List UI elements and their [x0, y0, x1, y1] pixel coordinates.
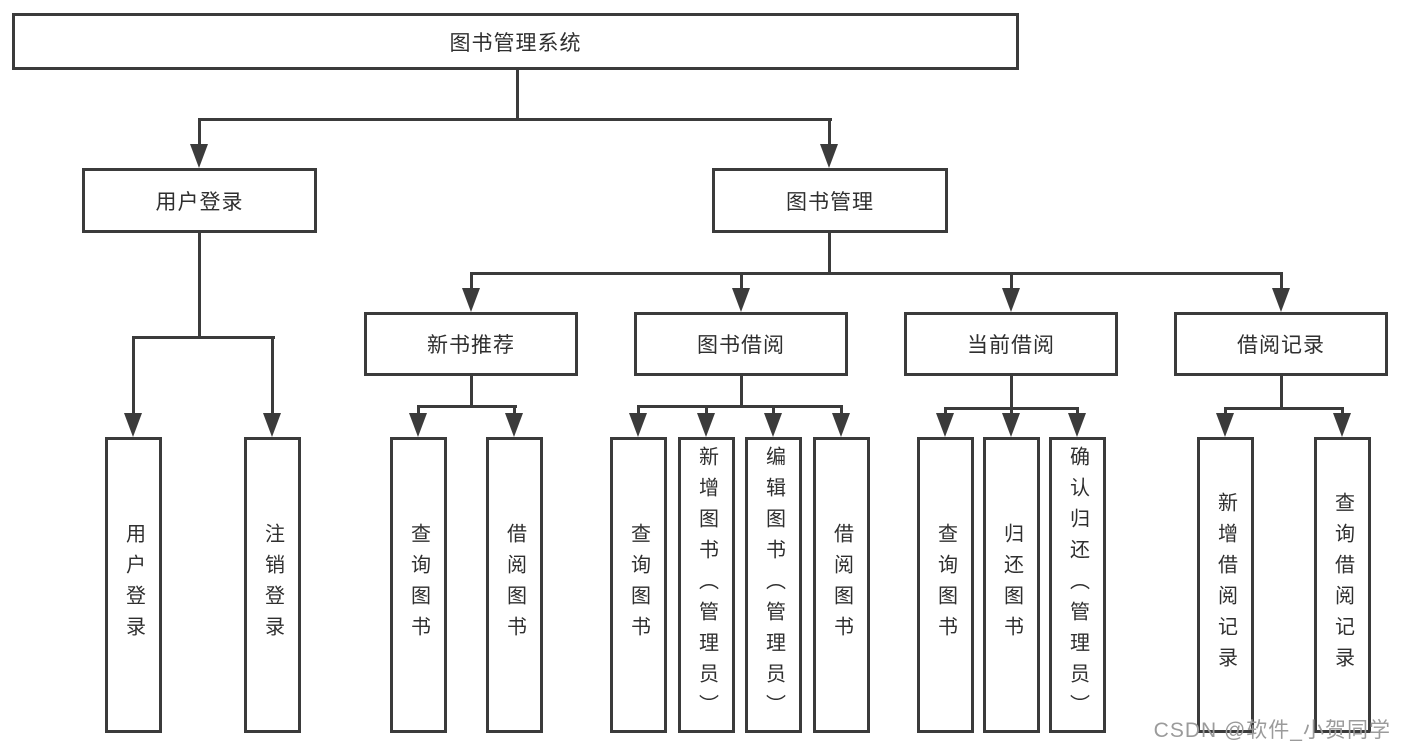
connector-line — [1010, 407, 1013, 417]
node-label: 图书管理系统 — [449, 31, 582, 55]
node-leaf-query-borrow-record: 查询借阅记录 — [1314, 437, 1371, 733]
arrowhead-down-icon — [409, 413, 427, 437]
connector-line — [1341, 407, 1344, 417]
node-leaf-return-books: 归还图书 — [983, 437, 1040, 733]
node-label: 归还图书 — [1000, 523, 1023, 647]
node-leaf-logout: 注销登录 — [244, 437, 301, 733]
node-label: 新增图书（管理员） — [695, 445, 718, 725]
node-current-borrowing: 当前借阅 — [904, 312, 1118, 376]
arrowhead-down-icon — [1002, 288, 1020, 312]
arrowhead-down-icon — [190, 144, 208, 168]
connector-line — [132, 336, 135, 416]
arrowhead-down-icon — [732, 288, 750, 312]
node-label: 借阅图书 — [830, 523, 853, 647]
connector-line — [470, 376, 473, 405]
node-label: 注销登录 — [261, 523, 284, 647]
arrowhead-down-icon — [1002, 413, 1020, 437]
arrowhead-down-icon — [832, 413, 850, 437]
connector-line — [740, 272, 743, 290]
connector-line — [198, 118, 201, 148]
csdn-watermark: CSDN @软件_小贺同学 — [1153, 719, 1391, 742]
connector-line — [470, 272, 1283, 275]
node-book-management: 图书管理 — [712, 168, 948, 233]
node-label: 新增借阅记录 — [1214, 492, 1237, 678]
connector-line — [1280, 376, 1283, 407]
node-leaf-add-borrow-record: 新增借阅记录 — [1197, 437, 1254, 733]
node-leaf-add-books-admin: 新增图书（管理员） — [678, 437, 735, 733]
node-leaf-user-login: 用户登录 — [105, 437, 162, 733]
arrowhead-down-icon — [1333, 413, 1351, 437]
node-label: 查询图书 — [627, 523, 650, 647]
node-borrowing-records: 借阅记录 — [1174, 312, 1388, 376]
arrowhead-down-icon — [764, 413, 782, 437]
connector-line — [705, 405, 708, 417]
arrowhead-down-icon — [462, 288, 480, 312]
node-label: 查询图书 — [934, 523, 957, 647]
connector-line — [740, 376, 743, 405]
connector-line — [828, 233, 831, 272]
arrowhead-down-icon — [505, 413, 523, 437]
node-library-management-system: 图书管理系统 — [12, 13, 1019, 70]
node-leaf-confirm-return-admin: 确认归还（管理员） — [1049, 437, 1106, 733]
connector-line — [637, 405, 640, 417]
node-leaf-query-books: 查询图书 — [390, 437, 447, 733]
connector-line — [840, 405, 843, 417]
node-label: 用户登录 — [155, 190, 244, 214]
connector-line — [470, 272, 473, 290]
node-label: 当前借阅 — [967, 334, 1055, 357]
node-label: 图书管理 — [786, 190, 874, 214]
connector-line — [1224, 407, 1344, 410]
node-label: 编辑图书（管理员） — [762, 445, 785, 725]
arrowhead-down-icon — [263, 413, 281, 437]
connector-line — [513, 405, 516, 417]
connector-line — [198, 118, 832, 121]
connector-line — [637, 405, 843, 408]
node-label: 确认归还（管理员） — [1066, 445, 1089, 725]
arrowhead-down-icon — [936, 413, 954, 437]
connector-line — [132, 336, 275, 339]
node-leaf-borrow-books: 借阅图书 — [486, 437, 543, 733]
node-leaf-borrow-books: 借阅图书 — [813, 437, 870, 733]
node-label: 用户登录 — [122, 523, 145, 647]
node-label: 查询图书 — [407, 523, 430, 647]
connector-line — [516, 70, 519, 118]
node-leaf-query-books: 查询图书 — [610, 437, 667, 733]
node-leaf-query-books: 查询图书 — [917, 437, 974, 733]
arrowhead-down-icon — [124, 413, 142, 437]
connector-line — [828, 118, 831, 148]
arrowhead-down-icon — [820, 144, 838, 168]
node-user-login: 用户登录 — [82, 168, 317, 233]
connector-line — [1280, 272, 1283, 290]
connector-line — [772, 405, 775, 417]
arrowhead-down-icon — [697, 413, 715, 437]
node-label: 借阅记录 — [1237, 334, 1325, 357]
node-label: 图书借阅 — [697, 334, 785, 357]
connector-line — [198, 233, 201, 336]
node-new-book-recommendation: 新书推荐 — [364, 312, 578, 376]
connector-line — [1076, 407, 1079, 417]
arrowhead-down-icon — [629, 413, 647, 437]
node-label: 借阅图书 — [503, 523, 526, 647]
connector-line — [417, 405, 420, 417]
connector-line — [271, 336, 274, 416]
node-label: 新书推荐 — [427, 334, 515, 357]
connector-line — [944, 407, 947, 417]
node-book-borrowing: 图书借阅 — [634, 312, 848, 376]
connector-line — [1224, 407, 1227, 417]
arrowhead-down-icon — [1272, 288, 1290, 312]
arrowhead-down-icon — [1216, 413, 1234, 437]
connector-line — [1010, 376, 1013, 407]
connector-line — [417, 405, 517, 408]
node-label: 查询借阅记录 — [1331, 492, 1354, 678]
node-leaf-edit-books-admin: 编辑图书（管理员） — [745, 437, 802, 733]
arrowhead-down-icon — [1068, 413, 1086, 437]
connector-line — [1010, 272, 1013, 290]
